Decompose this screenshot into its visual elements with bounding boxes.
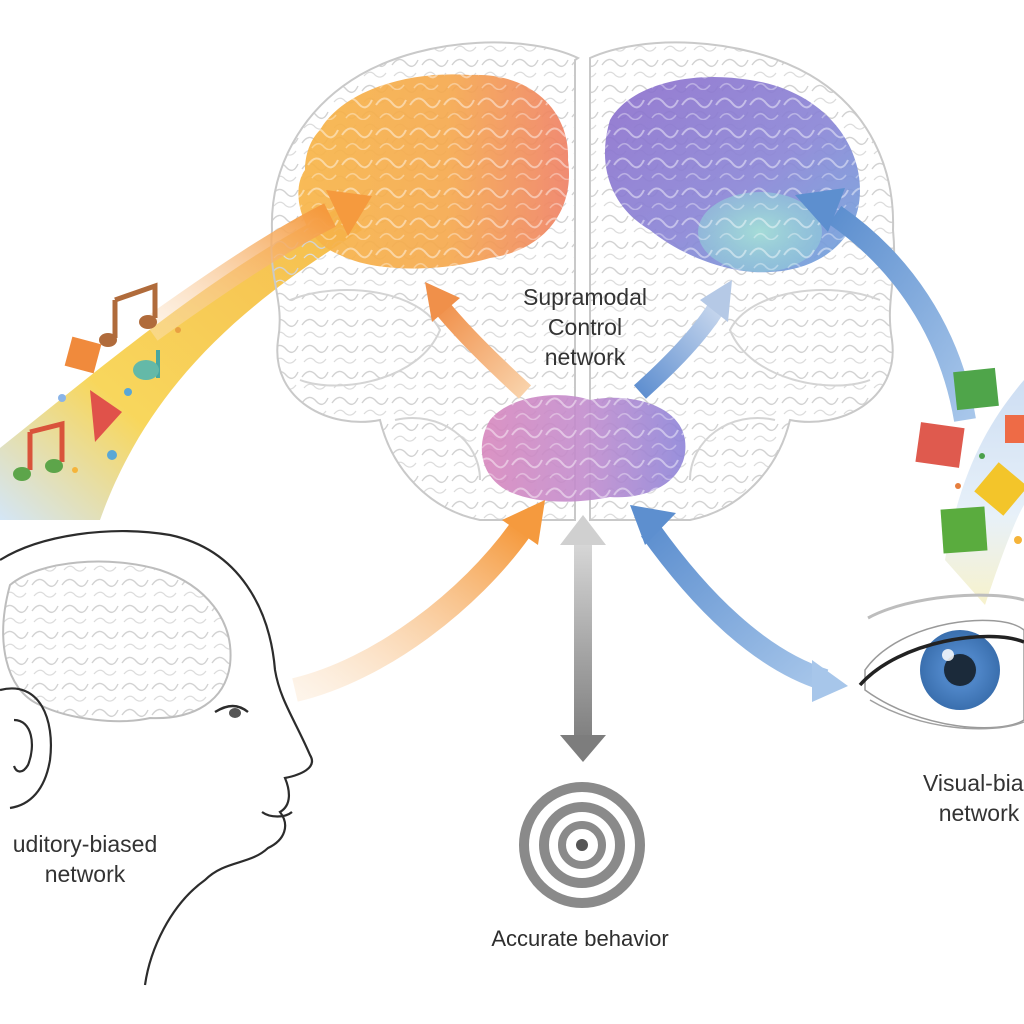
auditory-network-label: uditory-biased network: [0, 829, 180, 889]
ear-icon: [0, 687, 52, 810]
arrow-auditory-to-hub: [292, 500, 545, 702]
left-lobe-auditory-region: [298, 74, 570, 269]
play-triangle-icon: [90, 390, 122, 442]
arrow-hub-to-eye: [630, 505, 848, 702]
closed-eye-icon: [214, 704, 249, 718]
label-line: Supramodal: [522, 284, 648, 310]
square-shape-icon: [940, 506, 988, 554]
confetti-dots: [58, 327, 181, 473]
music-note-icon: [99, 282, 158, 347]
label-line: Control: [547, 314, 623, 340]
right-lobe-visual-region: [604, 76, 860, 273]
square-shape-icon: [1005, 415, 1024, 443]
visual-network-label: Visual-bias network: [884, 768, 1024, 828]
head-profile-icon: [0, 530, 313, 986]
music-note-icon: [13, 420, 65, 481]
label-line: network: [544, 344, 626, 370]
label-line: network: [44, 861, 126, 887]
accurate-behavior-label: Accurate behavior: [491, 926, 669, 951]
arrow-hub-to-right-lobe: [633, 280, 732, 399]
diamond-shape-icon: [974, 462, 1024, 516]
arrow-hub-behavior-bidirectional: [560, 515, 606, 762]
label-line: network: [938, 800, 1020, 826]
auditory-stimulus-band: [0, 205, 362, 520]
central-hub-region: [481, 395, 686, 502]
music-note-icon: [133, 350, 160, 380]
arrow-hub-to-left-lobe: [425, 282, 532, 399]
square-shape-icon: [953, 367, 999, 411]
supramodal-network-label: Supramodal Control network: [470, 282, 700, 372]
brain-icon: [2, 560, 232, 723]
confetti-dots: [955, 453, 1022, 544]
label-line: Visual-bias: [922, 770, 1024, 796]
eye-icon: [858, 593, 1024, 730]
label-line: uditory-biased: [12, 831, 158, 857]
diamond-shape-icon: [64, 336, 102, 374]
square-shape-icon: [915, 422, 965, 468]
arrow-auditory-to-left-lobe: [142, 190, 372, 341]
target-icon: [519, 782, 645, 908]
